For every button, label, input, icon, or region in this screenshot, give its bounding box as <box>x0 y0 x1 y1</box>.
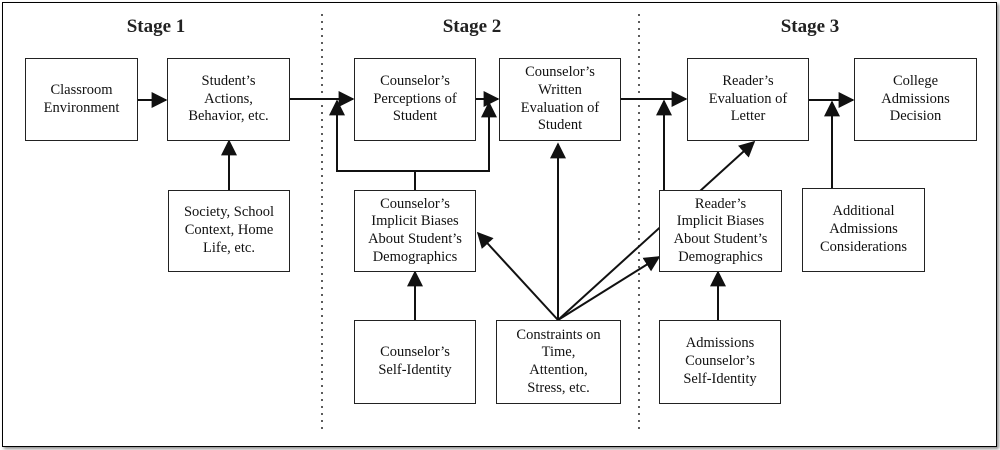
arrow-constraints-to-reader-eval <box>557 140 756 321</box>
counselor-perceptions-box: Counselor’s Perceptions of Student <box>354 58 476 141</box>
counselor-implicit-biases-box: Counselor’s Implicit Biases About Studen… <box>354 190 476 272</box>
arrow-biases-to-written <box>415 101 497 172</box>
arrow-biases-to-perceptions <box>329 99 415 172</box>
counselor-self-identity-box: Counselor’s Self-Identity <box>354 320 476 404</box>
constraints-box: Constraints on Time, Attention, Stress, … <box>496 320 621 404</box>
counselor-written-evaluation-box: Counselor’s Written Evaluation of Studen… <box>499 58 621 141</box>
additional-considerations-box: Additional Admissions Considerations <box>802 188 925 272</box>
reader-evaluation-box: Reader’s Evaluation of Letter <box>687 58 809 141</box>
society-context-box: Society, School Context, Home Life, etc. <box>168 190 290 272</box>
stage-1-heading: Stage 1 <box>126 16 186 37</box>
reader-implicit-biases-box: Reader’s Implicit Biases About Student’s… <box>659 190 782 272</box>
stage-2-heading: Stage 2 <box>442 16 502 37</box>
classroom-environment-box: Classroom Environment <box>25 58 138 141</box>
arrow-constraints-to-reader-biases <box>557 256 661 321</box>
arrow-constraints-to-counselor-biases <box>476 231 559 321</box>
stage-3-heading: Stage 3 <box>780 16 840 37</box>
student-actions-box: Student’s Actions, Behavior, etc. <box>167 58 290 141</box>
admissions-counselor-self-identity-box: Admissions Counselor’s Self-Identity <box>659 320 781 404</box>
college-admissions-decision-box: College Admissions Decision <box>854 58 977 141</box>
